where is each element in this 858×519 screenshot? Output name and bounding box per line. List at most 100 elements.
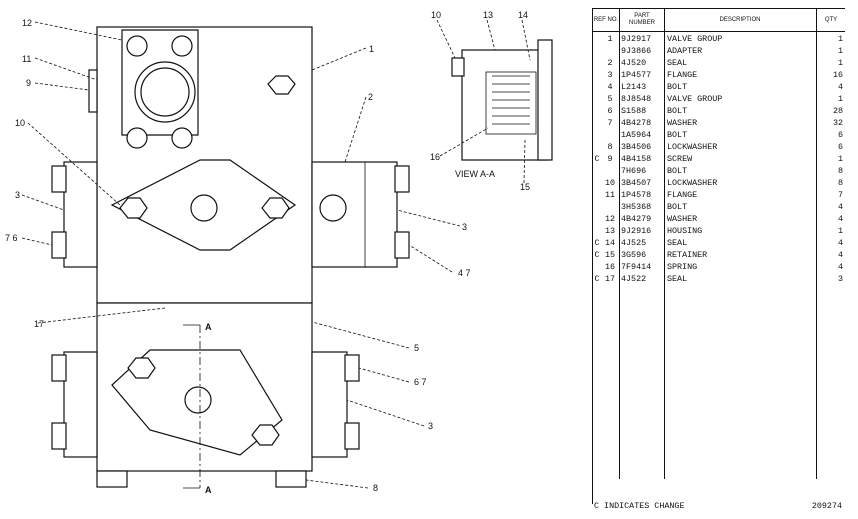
row-ref-no: 7 xyxy=(607,118,613,128)
callout-8: 8 xyxy=(373,483,378,493)
row-part-number: 4J525 xyxy=(621,238,647,248)
row-description: BOLT xyxy=(667,106,688,116)
leader-11 xyxy=(34,57,98,81)
callout-10b: 10 xyxy=(431,10,441,20)
adapter-side xyxy=(88,69,98,113)
view-aa-retainer xyxy=(537,39,553,161)
col-divider-2 xyxy=(664,9,665,479)
callout-17: 17 xyxy=(34,319,44,329)
row-part-number: L2143 xyxy=(621,82,647,92)
leader-8 xyxy=(305,479,369,489)
left-bolt-upper-1 xyxy=(51,165,67,193)
view-label: VIEW A-A xyxy=(455,169,495,179)
row-description: WASHER xyxy=(667,214,698,224)
left-flange-upper xyxy=(63,161,98,268)
callout-6-7: 6 7 xyxy=(414,377,427,387)
row-qty: 8 xyxy=(837,178,843,188)
row-part-number: 9J3866 xyxy=(621,46,652,56)
callout-15: 15 xyxy=(520,182,530,192)
flange-bolt-tl xyxy=(126,35,148,57)
row-description: RETAINER xyxy=(667,250,708,260)
row-ref-no: 14 xyxy=(604,238,616,248)
row-description: VALVE GROUP xyxy=(667,94,723,104)
row-part-number: 4J520 xyxy=(621,58,647,68)
row-qty: 4 xyxy=(837,202,843,212)
row-description: FLANGE xyxy=(667,70,698,80)
leader-9 xyxy=(34,82,90,91)
callout-9: 9 xyxy=(26,78,31,88)
row-ref-no: 15 xyxy=(604,250,616,260)
right-port xyxy=(319,194,347,222)
row-ref-no: 11 xyxy=(604,190,616,200)
callout-4-7: 4 7 xyxy=(458,268,471,278)
col-divider-3 xyxy=(816,9,817,479)
row-qty: 1 xyxy=(837,94,843,104)
row-description: LOCKWASHER xyxy=(667,178,718,188)
left-bolt-upper-2 xyxy=(51,231,67,259)
row-ref-no: 16 xyxy=(604,262,616,272)
header-qty: QTY xyxy=(824,16,838,23)
leader-13 xyxy=(486,19,496,51)
row-qty: 8 xyxy=(837,166,843,176)
row-ref-no: 4 xyxy=(607,82,613,92)
page-number: 209274 xyxy=(811,501,842,511)
leader-2 xyxy=(344,96,367,163)
leader-3b xyxy=(396,209,461,227)
row-description: WASHER xyxy=(667,118,698,128)
bottom-bolt-left xyxy=(96,470,128,488)
leader-47 xyxy=(408,244,453,273)
row-qty: 6 xyxy=(837,142,843,152)
leader-15 xyxy=(523,139,526,184)
leader-16 xyxy=(439,127,489,157)
leader-10 xyxy=(27,122,121,206)
table-row: C 14 4J525 SEAL 4 xyxy=(593,237,845,249)
left-bolt-lower-2 xyxy=(51,422,67,450)
row-qty: 4 xyxy=(837,238,843,248)
flange-port-inner xyxy=(140,67,190,117)
flange-bolt-tr xyxy=(171,35,193,57)
view-aa-bolt xyxy=(451,57,465,77)
row-ref-no: 3 xyxy=(607,70,613,80)
row-part-number: S1588 xyxy=(621,106,647,116)
leader-3a xyxy=(21,194,65,211)
callout-3c: 3 xyxy=(428,421,433,431)
hex-plug xyxy=(267,75,296,95)
row-change-mark: C xyxy=(594,238,600,248)
row-ref-no: 8 xyxy=(607,142,613,152)
section-letter-top: A xyxy=(205,322,212,332)
row-description: VALVE GROUP xyxy=(667,34,723,44)
row-qty: 4 xyxy=(837,262,843,272)
row-qty: 7 xyxy=(837,190,843,200)
row-description: SCREW xyxy=(667,154,693,164)
row-part-number: 4B4279 xyxy=(621,214,652,224)
row-description: ADAPTER xyxy=(667,46,703,56)
header-ref-no: REF NO. xyxy=(593,16,619,23)
callout-5: 5 xyxy=(414,343,419,353)
row-qty: 28 xyxy=(832,106,843,116)
row-part-number: 7H696 xyxy=(621,166,647,176)
row-ref-no: 1 xyxy=(607,34,613,44)
row-qty: 32 xyxy=(832,118,843,128)
row-description: SEAL xyxy=(667,238,688,248)
row-qty: 1 xyxy=(837,226,843,236)
row-part-number: 4J522 xyxy=(621,274,647,284)
right-bolt-upper-2 xyxy=(394,231,410,259)
row-ref-no: 10 xyxy=(604,178,616,188)
row-description: SPRING xyxy=(667,262,698,272)
exploded-parts-drawing: A A 12 11 9 10 3 7 6 17 1 2 3 4 7 5 6 7 … xyxy=(5,10,553,495)
row-description: FLANGE xyxy=(667,190,698,200)
right-bolt-upper-1 xyxy=(394,165,410,193)
right-bolt-lower-2 xyxy=(344,422,360,450)
row-description: BOLT xyxy=(667,202,688,212)
callout-1: 1 xyxy=(369,44,374,54)
